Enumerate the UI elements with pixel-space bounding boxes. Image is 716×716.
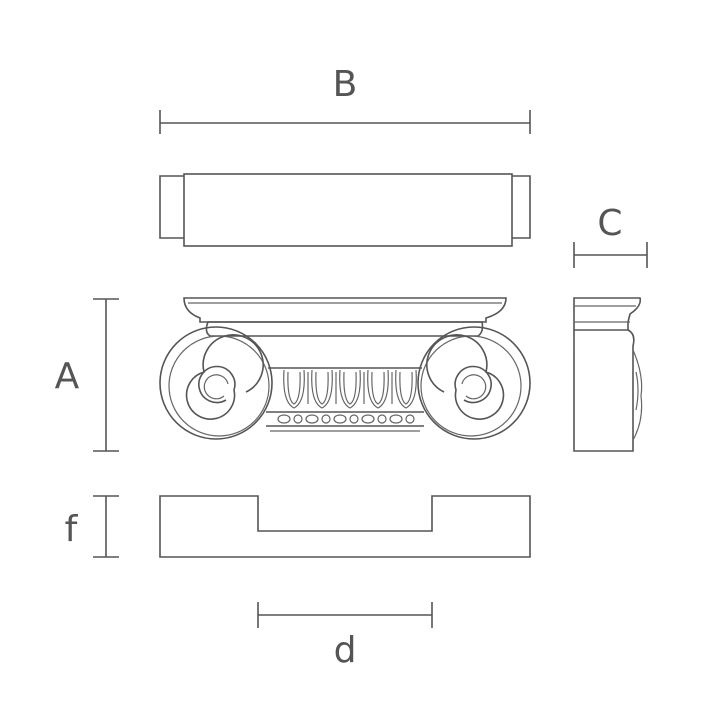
label-b: B xyxy=(333,64,358,105)
side-view xyxy=(573,297,643,452)
egg-and-dart xyxy=(283,369,417,409)
dimension-a: A xyxy=(55,298,119,452)
dimension-b: B xyxy=(159,64,531,134)
dimension-f: f xyxy=(65,495,119,558)
bottom-view xyxy=(159,495,531,558)
label-c: C xyxy=(597,203,622,244)
label-f: f xyxy=(65,509,79,550)
front-view xyxy=(159,297,531,440)
label-a: A xyxy=(55,356,80,397)
bead-and-reel xyxy=(277,414,415,424)
dimension-d: d xyxy=(257,602,433,671)
top-view xyxy=(159,173,531,247)
dimension-c: C xyxy=(573,203,648,268)
label-d: d xyxy=(334,630,357,671)
